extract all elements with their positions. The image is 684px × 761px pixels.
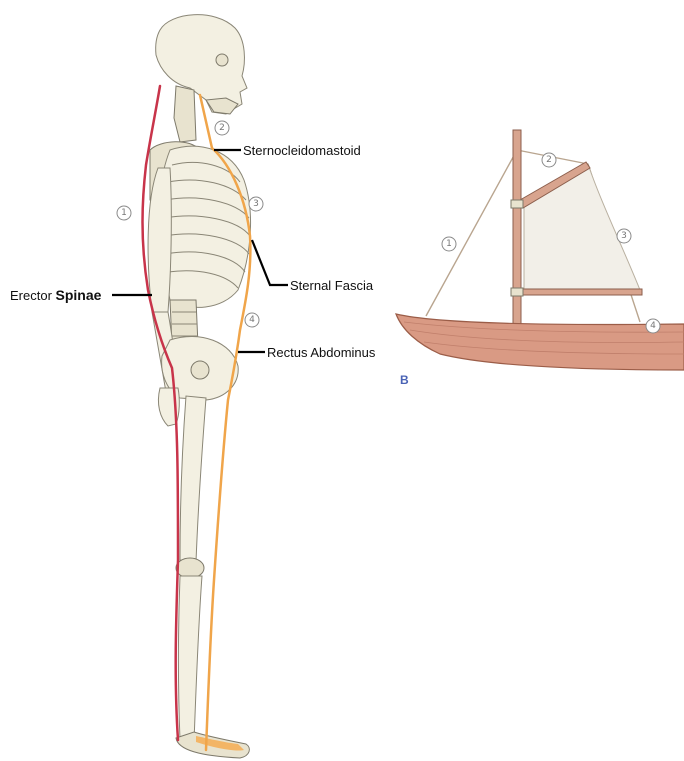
sailboat-figure: 1 2 3 4 B	[396, 130, 684, 387]
boat-marker-4: 4	[646, 319, 660, 333]
svg-text:2: 2	[219, 123, 225, 133]
erector-label-part: Erector	[10, 288, 56, 303]
mast-collar	[511, 200, 523, 208]
svg-text:3: 3	[621, 231, 627, 241]
svg-text:2: 2	[546, 155, 552, 165]
figure-letter-b: B	[400, 373, 409, 387]
skeleton-marker-2: 2	[215, 121, 229, 135]
tibia	[179, 576, 203, 742]
knee	[176, 558, 204, 578]
spinae-label-part: Spinae	[56, 287, 102, 303]
mast	[513, 130, 521, 328]
eye-socket	[216, 54, 228, 66]
rectus-abdominus-label: Rectus Abdominus	[267, 345, 376, 360]
boat-marker-1: 1	[442, 237, 456, 251]
hull	[396, 314, 684, 370]
skeleton-figure: 1 2 3 4	[117, 15, 263, 758]
erector-spinae-label: Erector Spinae	[10, 287, 102, 303]
hip-socket	[191, 361, 209, 379]
cervical-spine	[174, 86, 196, 142]
skeleton-marker-1: 1	[117, 206, 131, 220]
femur	[180, 396, 206, 562]
sternal-fascia-leader	[252, 240, 288, 285]
mast-collar-low	[511, 288, 523, 296]
svg-text:1: 1	[446, 239, 452, 249]
svg-text:4: 4	[249, 315, 255, 325]
svg-text:1: 1	[121, 208, 127, 218]
skeleton-marker-4: 4	[245, 313, 259, 327]
boat-marker-3: 3	[617, 229, 631, 243]
svg-text:4: 4	[650, 321, 656, 331]
boom	[520, 289, 642, 295]
svg-text:3: 3	[253, 199, 259, 209]
sternocleidomastoid-label: Sternocleidomastoid	[243, 143, 361, 158]
sail	[524, 164, 640, 293]
boat-marker-2: 2	[542, 153, 556, 167]
sternal-fascia-label: Sternal Fascia	[290, 278, 374, 293]
skeleton-marker-3: 3	[249, 197, 263, 211]
rib-cage	[158, 146, 250, 307]
rope-1	[426, 150, 517, 316]
